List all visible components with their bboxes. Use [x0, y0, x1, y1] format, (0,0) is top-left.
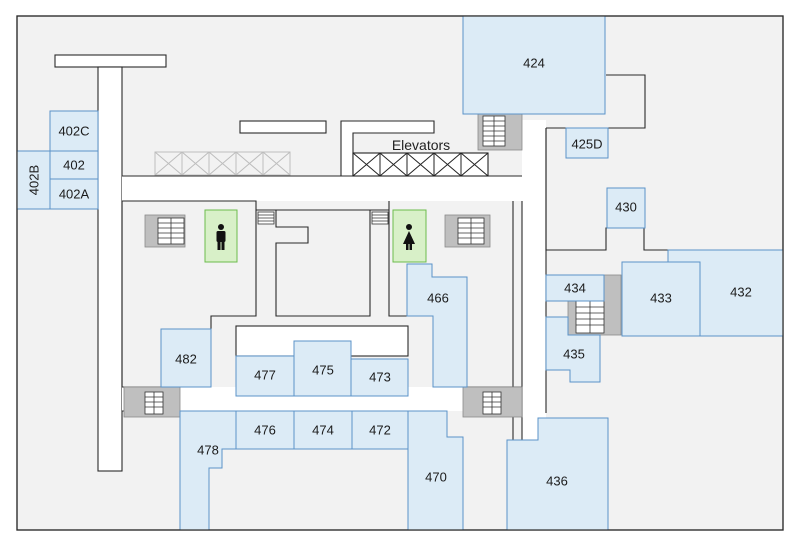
room-label: 434	[564, 281, 586, 296]
stairs-left-lower	[123, 386, 181, 418]
room-402C[interactable]: 402C	[49, 110, 99, 152]
room-402[interactable]: 402	[49, 150, 99, 180]
room-label: 430	[615, 200, 637, 215]
room-label: 472	[369, 423, 391, 438]
room-label: 478	[197, 443, 219, 458]
main-corridor	[122, 176, 522, 201]
room-label: 435	[563, 347, 585, 362]
room-430[interactable]: 430	[606, 187, 646, 229]
center-right-wall	[388, 201, 407, 317]
women-restroom[interactable]	[392, 209, 427, 263]
room-473[interactable]: 473	[350, 358, 409, 397]
room-425D[interactable]: 425D	[565, 127, 609, 159]
stairs-right-upper	[444, 214, 491, 248]
room-label: 433	[650, 291, 672, 306]
room-label: 432	[730, 285, 752, 300]
top-corridor-bar	[239, 120, 327, 134]
room-482[interactable]: 482	[160, 328, 212, 388]
room-label: 470	[425, 470, 447, 485]
left-corridor-bar	[54, 54, 167, 68]
service-elevators	[154, 151, 291, 176]
room-470[interactable]: 470	[407, 410, 464, 531]
room-475[interactable]: 475	[293, 340, 352, 397]
room-424[interactable]: 424	[462, 15, 606, 115]
room-label: 474	[312, 423, 334, 438]
room-label: 475	[312, 363, 334, 378]
room-434[interactable]: 434	[545, 274, 605, 302]
room-433[interactable]: 433	[621, 261, 701, 337]
room-436[interactable]: 436	[506, 417, 609, 531]
room-474[interactable]: 474	[293, 410, 353, 450]
right-corridor	[522, 120, 546, 440]
room-label: 476	[254, 423, 276, 438]
room-466[interactable]: 466	[406, 263, 468, 388]
map-frame	[16, 15, 784, 531]
room-label: 402	[63, 158, 85, 173]
room-label: 402B	[27, 165, 42, 195]
men-restroom-icon	[216, 224, 226, 250]
room-label: 473	[369, 370, 391, 385]
stairs-small	[257, 211, 389, 225]
center-box-wall	[275, 209, 371, 317]
women-restroom-icon	[403, 224, 415, 250]
elevators	[352, 152, 489, 177]
room-label: 402C	[58, 124, 89, 139]
room-label: 402A	[59, 187, 90, 202]
center-left-wall	[121, 200, 257, 387]
elevators-label: Elevators	[392, 137, 450, 153]
left-vertical-corridor	[97, 66, 123, 472]
room-label: 482	[175, 352, 197, 367]
room-label: 466	[427, 291, 449, 306]
stairs-top	[477, 113, 523, 151]
room-label: 424	[523, 56, 545, 71]
room-label: 425D	[571, 137, 602, 152]
room-435[interactable]: 435	[545, 316, 601, 383]
room-476[interactable]: 476	[235, 410, 295, 450]
room-402A[interactable]: 402A	[49, 178, 99, 210]
stairs-left-upper	[144, 214, 186, 248]
room-402B[interactable]: 402B	[16, 150, 51, 210]
room-472[interactable]: 472	[351, 410, 409, 450]
stairs-right-lower	[462, 386, 523, 418]
men-restroom[interactable]	[204, 209, 238, 263]
room-label: 436	[546, 474, 568, 489]
room-477[interactable]: 477	[235, 355, 295, 397]
right-branch-wall	[545, 128, 668, 251]
room-label: 477	[254, 368, 276, 383]
